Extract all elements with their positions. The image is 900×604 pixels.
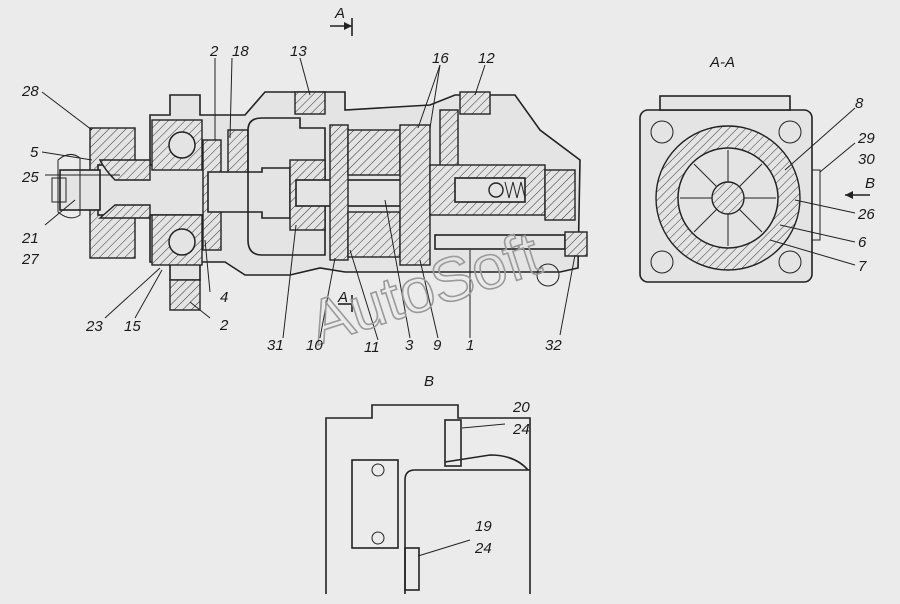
callout-15: 15 bbox=[124, 318, 141, 335]
callout-32: 32 bbox=[545, 337, 562, 354]
callout-3: 3 bbox=[405, 337, 414, 354]
callout-6: 6 bbox=[858, 234, 867, 251]
callout-11: 11 bbox=[364, 339, 380, 356]
hub bbox=[711, 181, 745, 215]
leader-lines-main bbox=[41, 57, 576, 341]
callout-5: 5 bbox=[30, 144, 39, 161]
callout-7: 7 bbox=[858, 258, 867, 275]
callout-26: 26 bbox=[857, 206, 875, 223]
callout-28: 28 bbox=[21, 83, 39, 100]
port-12 bbox=[459, 91, 491, 115]
callout-10: 10 bbox=[306, 337, 323, 354]
valve-cap bbox=[544, 169, 576, 221]
callout-25: 25 bbox=[21, 169, 39, 186]
callout-18: 18 bbox=[232, 43, 249, 60]
callout-31: 31 bbox=[267, 337, 284, 354]
callout-19: 19 bbox=[475, 518, 492, 535]
flange-top-lug bbox=[659, 95, 791, 111]
callout-20: 20 bbox=[512, 399, 530, 416]
callout-9: 9 bbox=[433, 337, 442, 354]
callout-24-upper: 24 bbox=[512, 421, 530, 438]
mount-foot bbox=[169, 279, 201, 311]
mount-plate bbox=[351, 459, 399, 549]
view-b bbox=[325, 404, 531, 594]
callout-16: 16 bbox=[432, 50, 449, 67]
bracket-19 bbox=[404, 547, 420, 591]
callout-29: 29 bbox=[857, 130, 875, 147]
callout-23: 23 bbox=[85, 318, 103, 335]
callout-21: 21 bbox=[21, 230, 39, 247]
callout-13: 13 bbox=[290, 43, 307, 60]
rotor-lower bbox=[347, 211, 401, 258]
section-aa-title: A-A bbox=[709, 54, 735, 71]
section-mark-a: A A bbox=[330, 5, 353, 312]
callout-24-lower: 24 bbox=[474, 540, 492, 557]
callout-1: 1 bbox=[466, 337, 474, 354]
callout-2-lower: 2 bbox=[219, 317, 229, 334]
callout-8: 8 bbox=[855, 95, 864, 112]
port-13 bbox=[294, 91, 326, 115]
callout-2-upper: 2 bbox=[209, 43, 219, 60]
leader-lines-aa bbox=[769, 107, 856, 266]
section-aa-view bbox=[639, 95, 870, 283]
port-wall bbox=[439, 109, 459, 171]
callout-12: 12 bbox=[478, 50, 495, 67]
rotor-upper bbox=[347, 129, 401, 176]
end-plate-left bbox=[329, 124, 349, 261]
section-mark-a-label: A bbox=[334, 5, 345, 22]
callout-27: 27 bbox=[21, 251, 39, 268]
plug-32 bbox=[564, 231, 588, 257]
callout-4: 4 bbox=[220, 289, 228, 306]
view-b-title: B bbox=[424, 373, 434, 390]
section-mark-a-lower-label: A bbox=[337, 289, 348, 306]
bracket-20 bbox=[444, 419, 462, 467]
callout-30: 30 bbox=[858, 151, 875, 168]
distributor-plate bbox=[399, 124, 431, 266]
view-b-arrow-label: B bbox=[865, 175, 875, 192]
seal-ring-upper bbox=[227, 129, 249, 176]
callout-labels: 28 5 25 21 27 23 15 4 2 2 18 13 16 12 31… bbox=[21, 43, 875, 557]
